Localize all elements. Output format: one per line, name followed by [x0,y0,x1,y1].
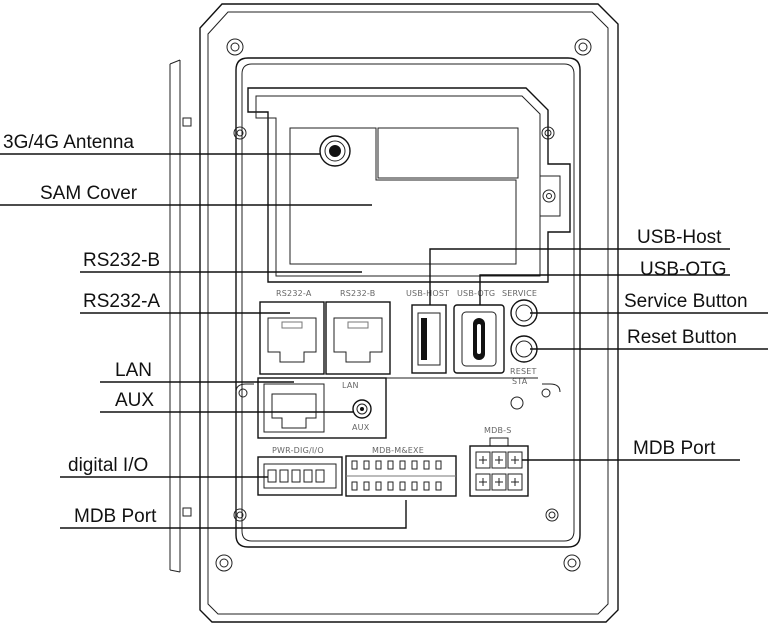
label-mdb-port-right: MDB Port [633,438,716,459]
rail-hole-left [238,388,248,398]
lan-aux-block [257,377,387,439]
silk-pwr-dig: PWR-DIG/I/O [272,446,324,455]
label-reset-button: Reset Button [627,327,737,348]
side-flange [169,59,181,573]
sta-led [510,396,524,410]
silk-aux: AUX [352,423,370,432]
silk-mdb-m-exe: MDB-M&EXE [372,446,424,455]
silk-service: SERVICE [502,289,537,298]
rs232a-port [259,301,325,375]
sam-cover-panel [289,127,517,265]
upper-module-inner [255,95,541,277]
silk-usb-host: USB-HOST [406,289,449,298]
back-plate-inner [241,63,575,542]
label-rs232a: RS232-A [83,291,160,312]
silk-rs232b: RS232-B [340,289,375,298]
silk-rs232a: RS232-A [276,289,312,298]
silk-mdb-s: MDB-S [484,426,512,435]
label-service-button: Service Button [624,291,748,312]
usb-otg-port [453,304,505,374]
label-sam-cover: SAM Cover [40,183,138,204]
usb-host-port [411,304,447,374]
digital-io-connector [257,456,343,496]
silk-reset: RESET [510,367,537,376]
label-usb-host: USB-Host [637,227,722,248]
leader-usb-otg [479,274,730,305]
mdb-s-connector [469,437,529,497]
silk-lan: LAN [342,381,359,390]
flange-slot-top [182,117,192,127]
silk-sta: STA [512,377,528,386]
mdb-exe-connector [345,455,457,497]
label-rs232b: RS232-B [83,250,160,271]
label-mdb-port-left: MDB Port [74,506,157,527]
label-usb-otg: USB-OTG [640,259,727,280]
housing-screws [215,38,592,572]
label-digital-io: digital I/O [68,455,148,476]
callout-leaders [0,153,768,529]
silk-usb-otg: USB-OTG [457,289,495,298]
label-antenna: 3G/4G Antenna [3,132,134,153]
antenna-connector [319,135,351,167]
leader-mdb-port-left [60,500,407,529]
flange-slot-bottom [182,507,192,517]
inner-housing [207,11,609,615]
rail-hole-right [541,388,551,398]
outer-housing [199,3,619,623]
leader-usb-host [429,248,730,305]
sam-cover-window [377,127,519,179]
upper-module [247,87,571,283]
plate-screws [233,126,559,522]
back-plate [235,57,581,548]
rs232b-port [325,301,391,375]
label-lan: LAN [115,360,152,381]
label-aux: AUX [115,390,154,411]
side-latch [539,175,561,217]
